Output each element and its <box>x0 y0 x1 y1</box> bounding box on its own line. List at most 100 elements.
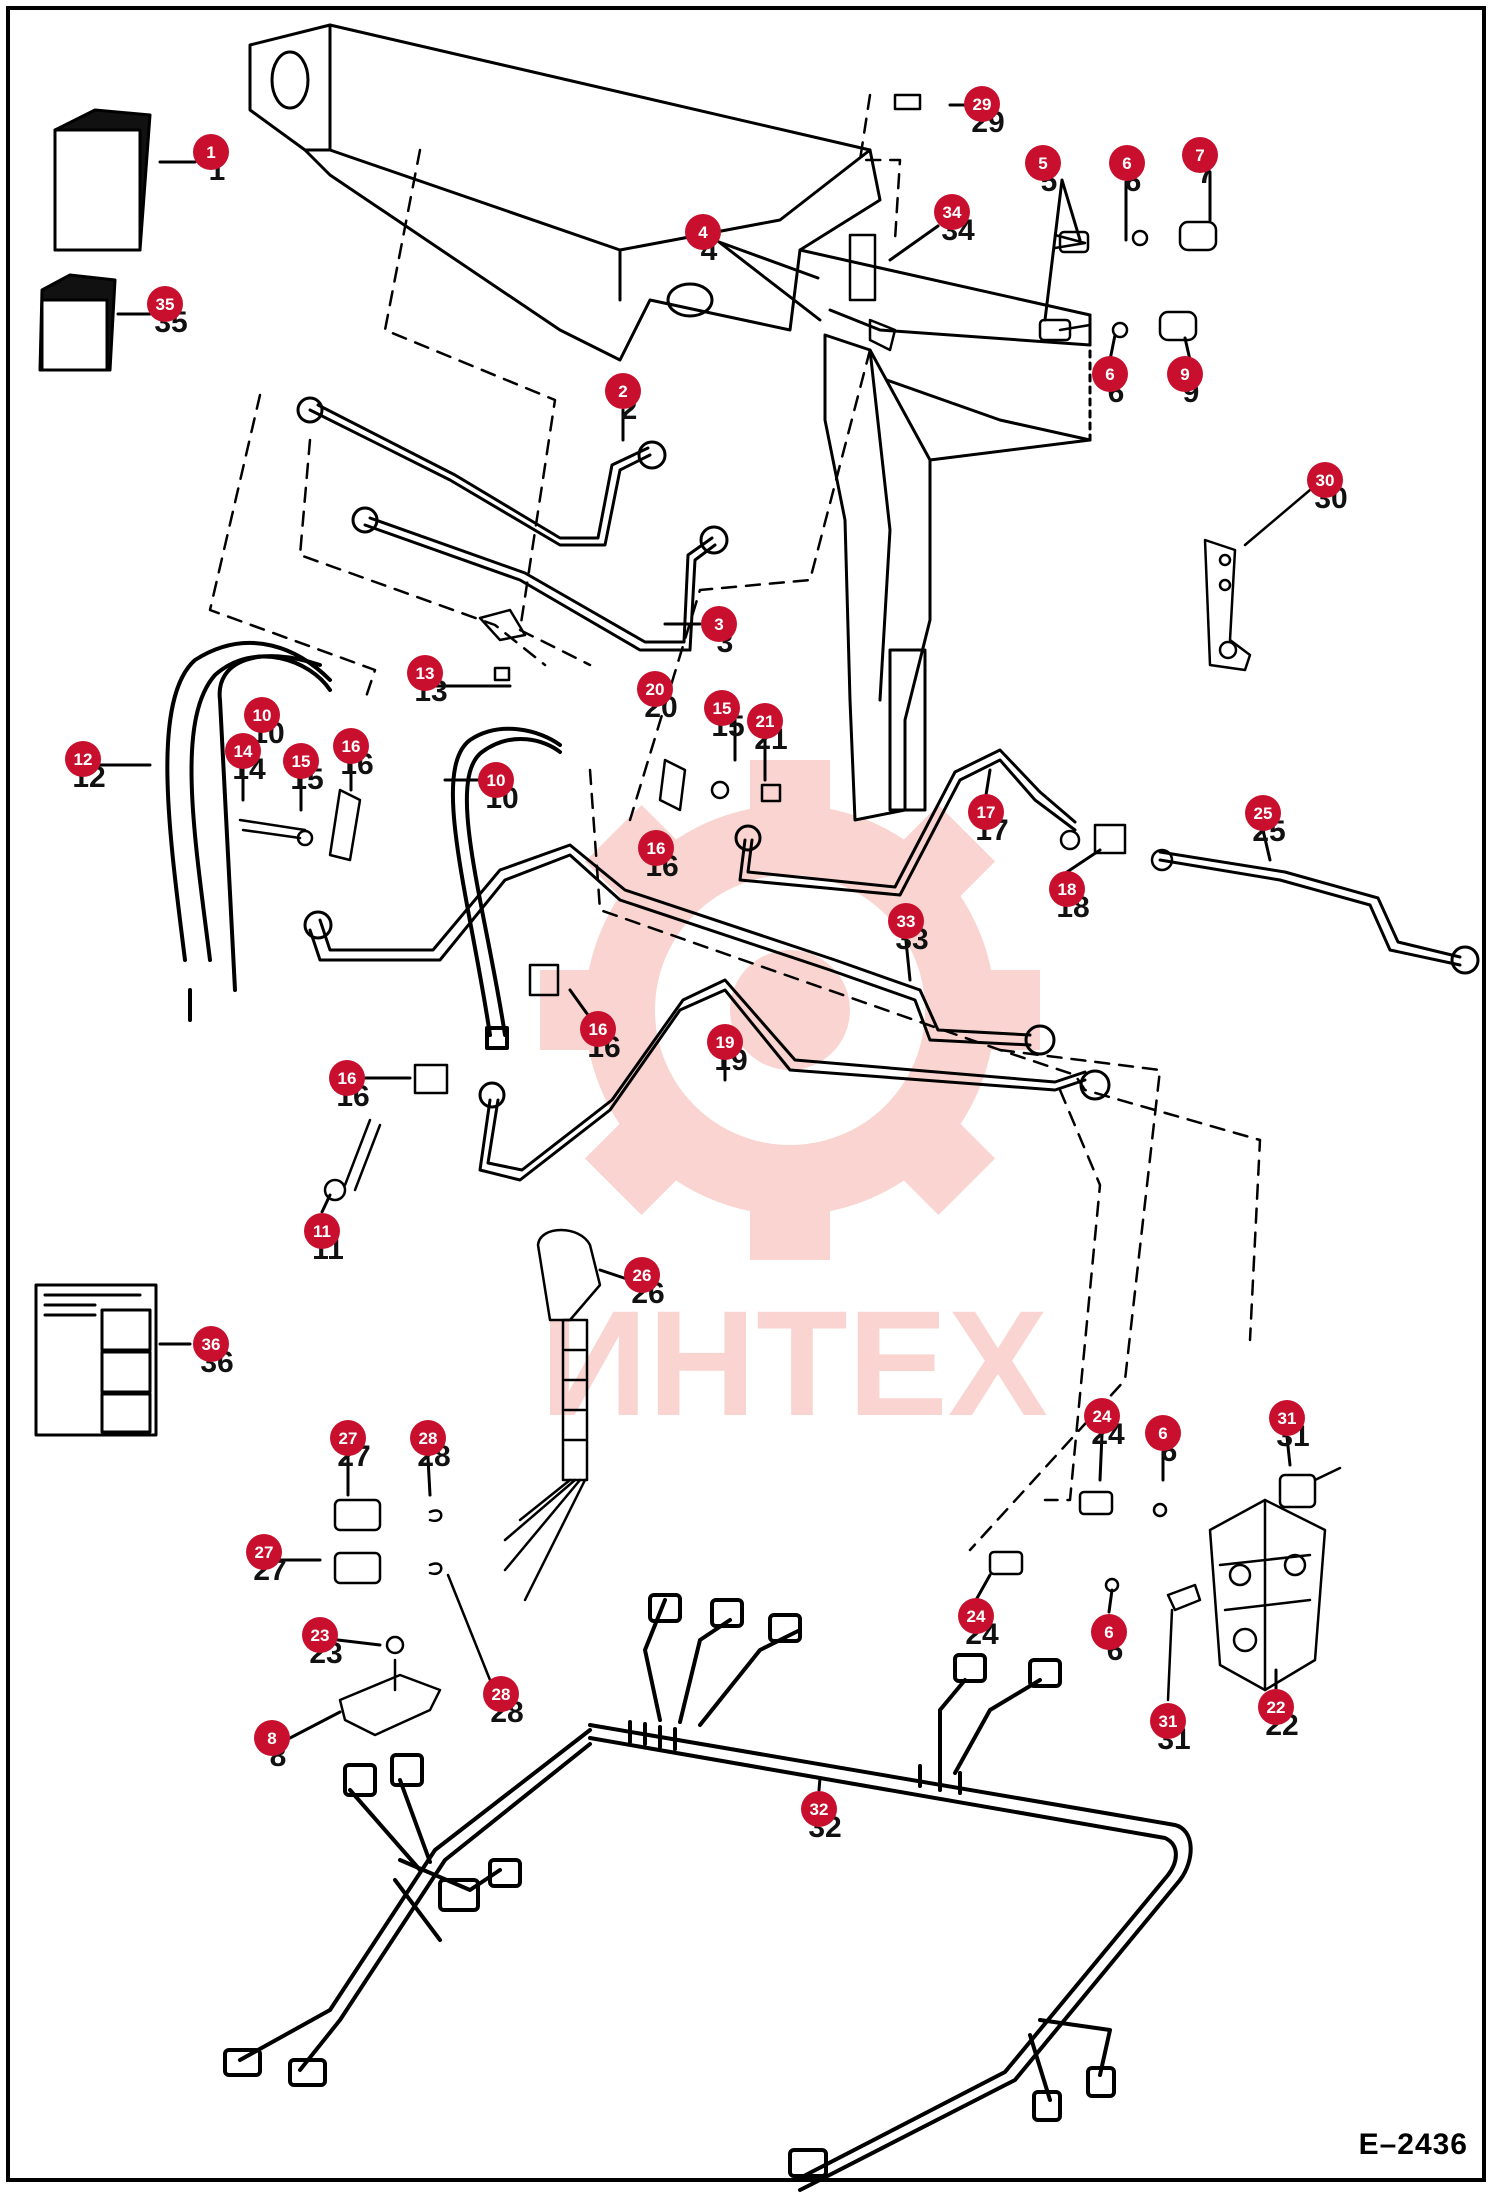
callout-6: 66 <box>1091 1614 1127 1667</box>
dashed-leaders <box>208 93 1262 1552</box>
callout-number: 26 <box>633 1266 652 1285</box>
callout-number: 1 <box>206 143 215 162</box>
callout-badge <box>244 697 280 733</box>
callout-badge <box>329 1060 365 1096</box>
callout-badge <box>1150 1703 1186 1739</box>
callout-leaders <box>95 103 1292 1792</box>
callout-number: 10 <box>487 771 506 790</box>
control-valve <box>988 1466 1342 1702</box>
callout-badge <box>283 743 319 779</box>
upper-tubes <box>296 396 729 652</box>
callout-number: 28 <box>492 1685 511 1704</box>
callout-badge <box>964 86 1000 122</box>
callout-number: 16 <box>589 1020 608 1039</box>
callout-badge <box>1084 1398 1120 1434</box>
watermark: ИНТЕХ <box>540 760 1048 1447</box>
callout-badge <box>701 606 737 642</box>
callout-8: 88 <box>254 1720 290 1773</box>
callout-number: 34 <box>943 203 962 222</box>
callout-number: 16 <box>338 1069 357 1088</box>
diagram-frame <box>6 6 1486 2182</box>
callout-number: 21 <box>756 712 775 731</box>
fittings-top-right <box>848 93 1312 672</box>
callout-number: 6 <box>1104 1623 1113 1642</box>
callout-number: 24 <box>967 1607 986 1626</box>
callout-number: 6 <box>1158 1424 1167 1443</box>
callout-number: 29 <box>973 95 992 114</box>
callout-2: 22 <box>605 373 641 426</box>
callout-badge <box>1258 1689 1294 1725</box>
callout-badge <box>65 741 101 777</box>
callout-badge <box>410 1420 446 1456</box>
callout-number: 22 <box>1267 1698 1286 1717</box>
callout-number: 5 <box>1038 154 1047 173</box>
watermark-gear-tooth <box>888 1108 996 1216</box>
callout-badge <box>254 1720 290 1756</box>
callout-number: 16 <box>342 737 361 756</box>
callout-badge <box>246 1534 282 1570</box>
clamps-and-bolts <box>238 608 1174 1202</box>
callout-badge <box>638 830 674 866</box>
callout-number: 2 <box>618 382 627 401</box>
callout-number: 27 <box>255 1543 274 1562</box>
wire-harness <box>223 1593 1193 2192</box>
callout-number: 9 <box>1180 365 1189 384</box>
callout-number: 25 <box>1254 804 1273 823</box>
callout-number: 33 <box>897 912 916 931</box>
callout-number: 20 <box>646 680 665 699</box>
callout-number: 6 <box>1122 154 1131 173</box>
callout-number: 15 <box>292 752 311 771</box>
callout-badge <box>302 1617 338 1653</box>
callout-number: 17 <box>977 803 996 822</box>
watermark-gear-tooth <box>888 804 996 912</box>
callout-9: 99 <box>1167 356 1203 409</box>
switch-assembly <box>333 1228 602 1682</box>
callout-number: 27 <box>339 1429 358 1448</box>
callout-badge <box>193 134 229 170</box>
callout-badge <box>707 1024 743 1060</box>
callout-badge <box>1091 1614 1127 1650</box>
callout-number: 14 <box>234 742 253 761</box>
callout-number: 11 <box>313 1222 331 1241</box>
callout-6: 66 <box>1092 356 1128 409</box>
callout-number: 4 <box>698 223 708 242</box>
callout-7: 77 <box>1182 137 1218 190</box>
watermark-gear-tooth <box>750 760 830 830</box>
callout-number: 13 <box>416 664 435 683</box>
decal-packs <box>34 108 158 1437</box>
callout-badge <box>1182 137 1218 173</box>
watermark-text: ИНТЕХ <box>540 1279 1048 1447</box>
callout-number: 10 <box>253 706 272 725</box>
figure-code: E–2436 <box>1358 2128 1468 2161</box>
callout-number: 30 <box>1316 471 1335 490</box>
callout-number: 24 <box>1093 1407 1112 1426</box>
callout-6: 66 <box>1145 1415 1181 1468</box>
callout-number: 12 <box>74 750 93 769</box>
callout-badge <box>1025 145 1061 181</box>
long-tubes <box>303 748 1480 1182</box>
